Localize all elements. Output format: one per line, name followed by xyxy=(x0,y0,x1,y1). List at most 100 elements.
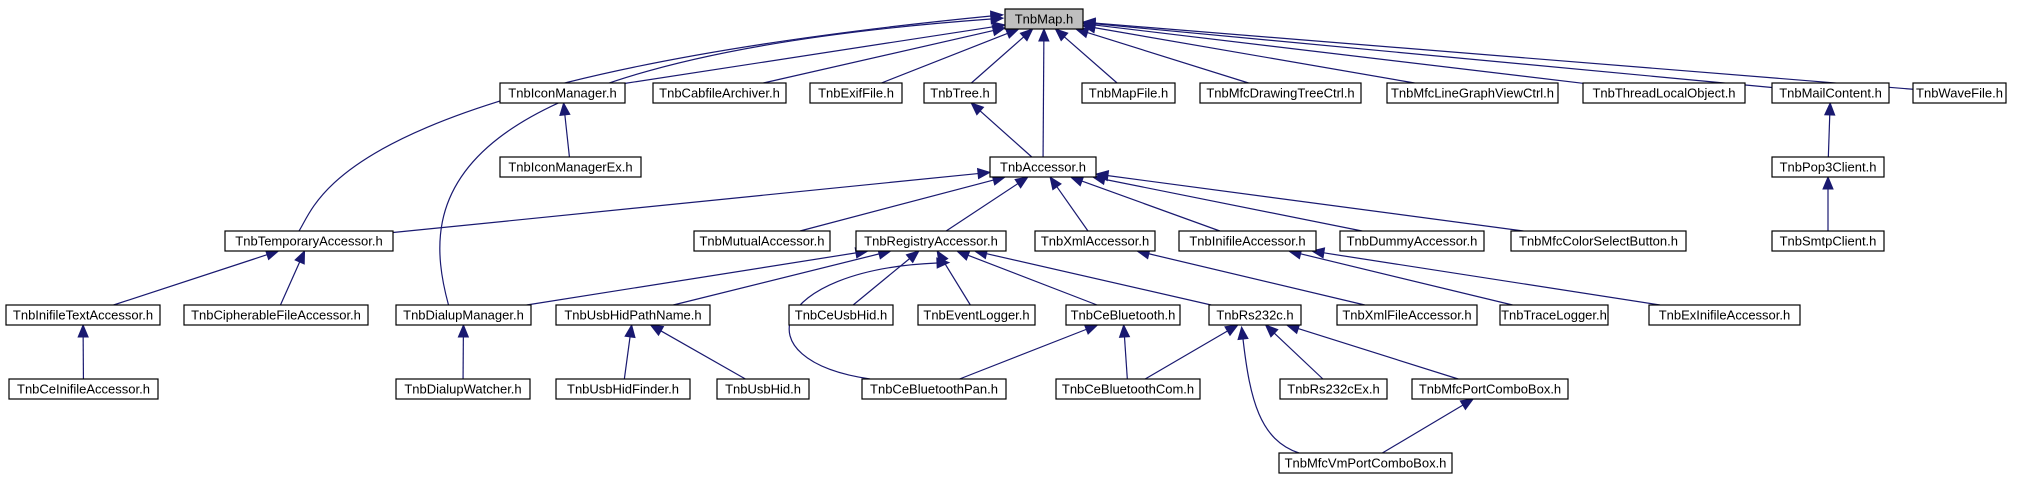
node-box xyxy=(1208,304,1302,326)
edge-cabfile-to-map xyxy=(763,29,994,84)
node-label: TnbTemporaryAccessor.h xyxy=(235,234,382,249)
node-smtp[interactable]: TnbSmtpClient.h xyxy=(1771,230,1885,252)
node-usbHid[interactable]: TnbUsbHid.h xyxy=(716,378,810,400)
node-xmlFile[interactable]: TnbXmlFileAccessor.h xyxy=(1336,304,1478,326)
node-box xyxy=(1004,8,1084,30)
node-ceBtPan[interactable]: TnbCeBluetoothPan.h xyxy=(861,378,1007,400)
edge-eventLogger-to-registryAccessor xyxy=(942,260,971,306)
node-label: TnbTraceLogger.h xyxy=(1501,308,1607,323)
node-label: TnbAccessor.h xyxy=(1000,160,1086,175)
node-usbHidFinder[interactable]: TnbUsbHidFinder.h xyxy=(555,378,691,400)
edge-registryAccessor-to-accessor-arrowhead xyxy=(1014,176,1029,189)
node-cipherable[interactable]: TnbCipherableFileAccessor.h xyxy=(183,304,369,326)
edge-dialupManager-to-map xyxy=(439,18,992,306)
node-inifileText[interactable]: TnbInifileTextAccessor.h xyxy=(5,304,161,326)
node-box xyxy=(1339,230,1485,252)
node-label: TnbMfcVmPortComboBox.h xyxy=(1285,456,1447,471)
edge-accessor-to-tree xyxy=(979,110,1033,158)
edge-ceInifile-to-inifileText-arrowhead xyxy=(77,323,89,338)
node-map[interactable]: TnbMap.h xyxy=(1004,8,1084,30)
node-label: TnbDummyAccessor.h xyxy=(1347,234,1478,249)
node-exif[interactable]: TnbExifFile.h xyxy=(809,82,903,104)
edge-colorSelect-to-accessor-arrowhead xyxy=(1094,170,1110,182)
node-xmlAccessor[interactable]: TnbXmlAccessor.h xyxy=(1034,230,1156,252)
node-tree[interactable]: TnbTree.h xyxy=(923,82,997,104)
node-cabfile[interactable]: TnbCabfileArchiver.h xyxy=(652,82,787,104)
node-label: TnbCipherableFileAccessor.h xyxy=(191,308,361,323)
node-label: TnbCeBluetoothPan.h xyxy=(870,382,998,397)
node-rs232c[interactable]: TnbRs232c.h xyxy=(1208,304,1302,326)
node-box xyxy=(1771,230,1885,252)
node-label: TnbUsbHidFinder.h xyxy=(567,382,679,397)
node-box xyxy=(1499,304,1609,326)
node-traceLogger[interactable]: TnbTraceLogger.h xyxy=(1499,304,1609,326)
node-label: TnbInifileTextAccessor.h xyxy=(13,308,153,323)
node-threadLocal[interactable]: TnbThreadLocalObject.h xyxy=(1582,82,1746,104)
node-mailContent[interactable]: TnbMailContent.h xyxy=(1771,82,1890,104)
node-box xyxy=(555,378,691,400)
node-dialupWatcher[interactable]: TnbDialupWatcher.h xyxy=(395,378,531,400)
node-label: TnbWaveFile.h xyxy=(1916,86,2003,101)
node-vmPortCombo[interactable]: TnbMfcVmPortComboBox.h xyxy=(1278,452,1453,474)
node-label: TnbMfcPortComboBox.h xyxy=(1419,382,1561,397)
node-ceUsbHid[interactable]: TnbCeUsbHid.h xyxy=(788,304,894,326)
node-accessor[interactable]: TnbAccessor.h xyxy=(989,156,1097,178)
node-label: TnbInifileAccessor.h xyxy=(1189,234,1305,249)
node-mapfile[interactable]: TnbMapFile.h xyxy=(1081,82,1176,104)
node-label: TnbTree.h xyxy=(930,86,990,101)
node-dummyAccessor[interactable]: TnbDummyAccessor.h xyxy=(1339,230,1485,252)
node-box xyxy=(395,304,532,326)
node-colorSelect[interactable]: TnbMfcColorSelectButton.h xyxy=(1510,230,1687,252)
edge-exif-to-map-arrowhead xyxy=(1004,28,1020,39)
edge-ceBtCom-to-ceBluetooth xyxy=(1123,336,1128,380)
edge-usbHid-to-usbHidPath xyxy=(660,330,746,380)
edge-smtp-to-pop3-arrowhead xyxy=(1822,175,1834,190)
node-box xyxy=(652,82,787,104)
node-box xyxy=(1055,378,1201,400)
node-rs232cEx[interactable]: TnbRs232cEx.h xyxy=(1279,378,1388,400)
node-ceInifile[interactable]: TnbCeInifileAccessor.h xyxy=(8,378,159,400)
edge-vmPortCombo-to-portCombo-arrowhead xyxy=(1459,398,1475,411)
node-registryAccessor[interactable]: TnbRegistryAccessor.h xyxy=(855,230,1007,252)
node-box xyxy=(499,82,626,104)
edge-mapfile-to-map xyxy=(1064,36,1118,84)
node-ceBtCom[interactable]: TnbCeBluetoothCom.h xyxy=(1055,378,1201,400)
node-inifileAccessor[interactable]: TnbInifileAccessor.h xyxy=(1178,230,1317,252)
node-box xyxy=(923,82,997,104)
node-label: TnbXmlAccessor.h xyxy=(1041,234,1149,249)
node-box xyxy=(917,304,1036,326)
node-waveFile[interactable]: TnbWaveFile.h xyxy=(1912,82,2007,104)
node-box xyxy=(1510,230,1687,252)
node-tempAccessor[interactable]: TnbTemporaryAccessor.h xyxy=(224,230,394,252)
edge-ceBtPan-to-ceBluetooth xyxy=(959,328,1087,380)
edge-lineGraph-to-map xyxy=(1094,27,1415,84)
node-label: TnbDialupManager.h xyxy=(403,308,524,323)
node-drawingTree[interactable]: TnbMfcDrawingTreeCtrl.h xyxy=(1199,82,1362,104)
node-box xyxy=(1081,82,1176,104)
edge-tempAccessor-to-map xyxy=(298,15,992,232)
node-pop3[interactable]: TnbPop3Client.h xyxy=(1771,156,1885,178)
node-exInifile[interactable]: TnbExInifileAccessor.h xyxy=(1648,304,1801,326)
edge-pop3-to-mailContent-arrowhead xyxy=(1823,101,1836,116)
edge-ceBluetooth-to-registryAccessor xyxy=(967,254,1098,306)
edge-mutualAccessor-to-accessor xyxy=(799,179,994,232)
node-box xyxy=(1582,82,1746,104)
node-dialupManager[interactable]: TnbDialupManager.h xyxy=(395,304,532,326)
node-mutualAccessor[interactable]: TnbMutualAccessor.h xyxy=(693,230,831,252)
node-usbHidPath[interactable]: TnbUsbHidPathName.h xyxy=(555,304,711,326)
edge-cipherable-to-tempAccessor-arrowhead xyxy=(294,249,306,265)
node-iconManager[interactable]: TnbIconManager.h xyxy=(499,82,626,104)
node-lineGraph[interactable]: TnbMfcLineGraphViewCtrl.h xyxy=(1386,82,1559,104)
node-eventLogger[interactable]: TnbEventLogger.h xyxy=(917,304,1036,326)
node-ceBluetooth[interactable]: TnbCeBluetooth.h xyxy=(1065,304,1181,326)
node-label: TnbPop3Client.h xyxy=(1780,160,1877,175)
node-label: TnbExInifileAccessor.h xyxy=(1659,308,1791,323)
node-label: TnbIconManager.h xyxy=(508,86,616,101)
node-iconManagerEx[interactable]: TnbIconManagerEx.h xyxy=(499,156,642,178)
edge-registryAccessor-to-accessor xyxy=(945,183,1019,232)
node-label: TnbMutualAccessor.h xyxy=(699,234,824,249)
node-portCombo[interactable]: TnbMfcPortComboBox.h xyxy=(1411,378,1569,400)
node-label: TnbExifFile.h xyxy=(818,86,894,101)
edge-rs232cEx-to-rs232c-arrowhead xyxy=(1264,324,1279,338)
